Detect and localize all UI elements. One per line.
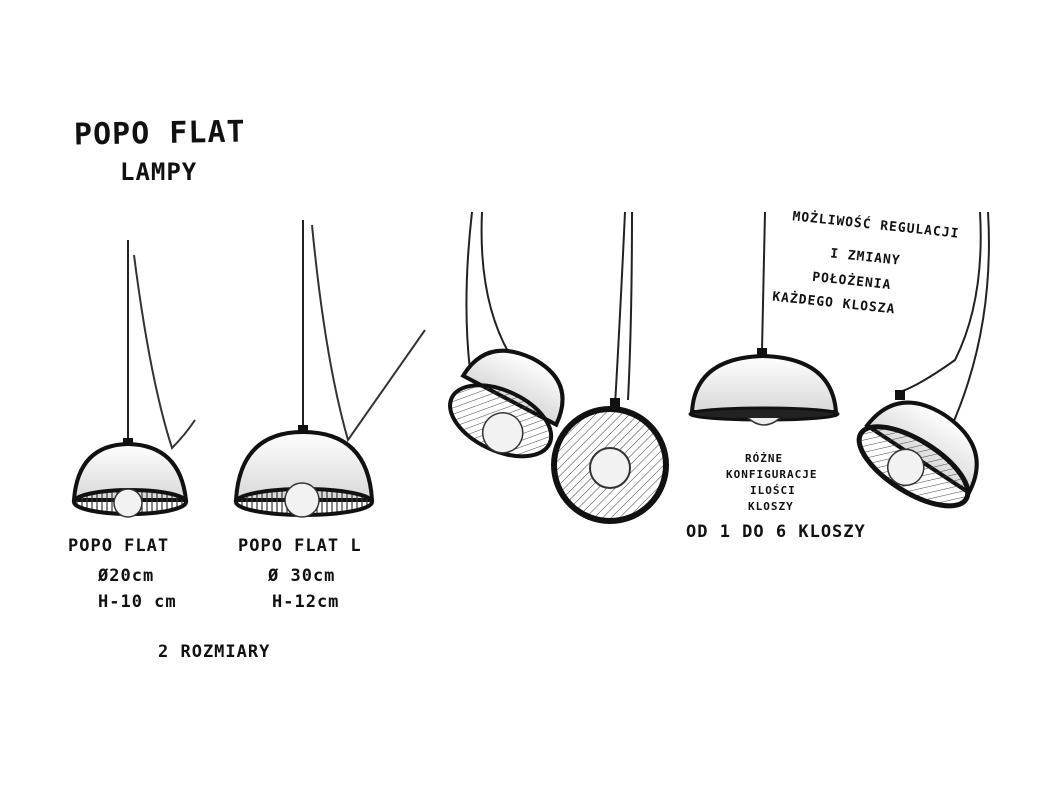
lamp-2-diameter: Ø 30cm <box>268 566 336 586</box>
lamp-2-name: POPO FLAT L <box>238 536 362 556</box>
config-note-line-3: ILOŚCI <box>750 484 796 497</box>
lamp-popo-flat-l <box>233 220 426 518</box>
config-note-line-2: KONFIGURACJE <box>726 468 818 481</box>
lamp-popo-flat <box>71 240 196 518</box>
lamp-tilted-right <box>856 211 990 509</box>
lamp-wide-flat <box>688 211 840 426</box>
lamp-1-height: H-10 cm <box>98 592 177 612</box>
config-note-line-4: KLOSZY <box>748 500 794 513</box>
title-line-2: LAMPY <box>120 158 198 186</box>
lamp-1-diameter: Ø20cm <box>98 566 155 586</box>
lamp-1-name: POPO FLAT <box>68 536 170 556</box>
title-line-1: POPO FLAT <box>73 114 246 153</box>
lamp-2-height: H-12cm <box>272 592 340 612</box>
lamp-tilted-left <box>448 211 565 459</box>
config-note-line-1: RÓŻNE <box>745 452 784 465</box>
lamp-front-view <box>551 211 669 524</box>
sizes-note: 2 ROZMIARY <box>158 642 271 662</box>
count-note: OD 1 DO 6 KLOSZY <box>686 522 866 542</box>
